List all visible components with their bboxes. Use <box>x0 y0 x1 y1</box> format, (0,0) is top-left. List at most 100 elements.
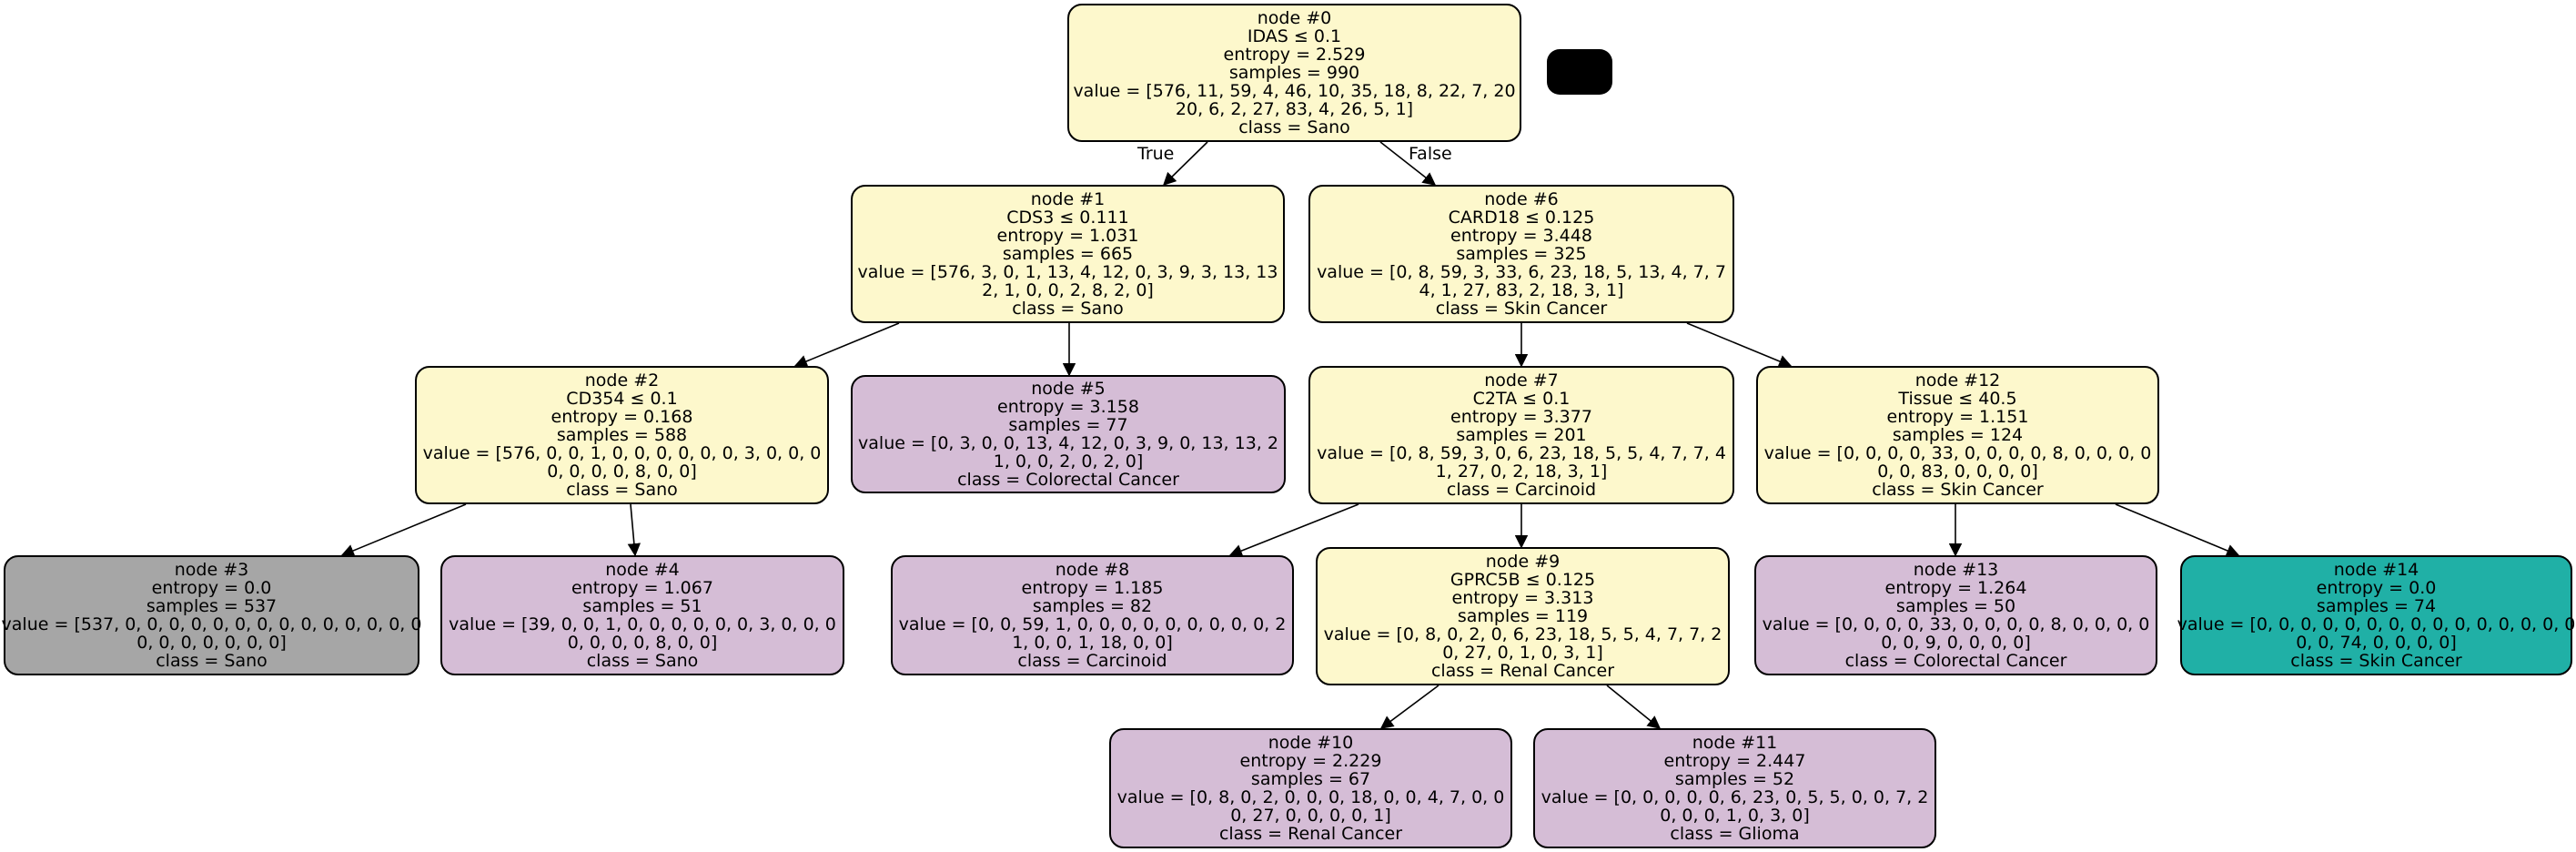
node-line: C2TA ≤ 0.1 <box>1472 389 1571 409</box>
edge-node1-node2 <box>793 322 900 368</box>
node-line: value = [0, 0, 0, 0, 0, 0, 0, 0, 0, 0, 0… <box>2177 614 2576 634</box>
node-line: node #10 <box>1268 733 1354 753</box>
node-line: 0, 0, 74, 0, 0, 0, 0] <box>2296 633 2457 653</box>
node-line: class = Skin Cancer <box>2290 651 2462 671</box>
node-line: samples = 51 <box>582 596 702 616</box>
node-line: node #9 <box>1485 552 1561 572</box>
node-line: node #4 <box>605 560 680 580</box>
node-line: 4, 1, 27, 83, 2, 18, 3, 1] <box>1419 280 1624 300</box>
node-line: samples = 67 <box>1250 769 1371 789</box>
node-line: IDAS ≤ 0.1 <box>1247 26 1342 46</box>
node-line: class = Sano <box>1238 117 1350 137</box>
node-line: samples = 52 <box>1674 769 1795 789</box>
node-line: samples = 201 <box>1456 425 1587 445</box>
node-line: samples = 124 <box>1892 425 2024 445</box>
node-line: class = Colorectal Cancer <box>1844 651 2067 671</box>
node-line: value = [0, 8, 0, 2, 0, 0, 0, 18, 0, 0, … <box>1116 787 1505 807</box>
node-line: 0, 0, 0, 1, 0, 3, 0] <box>1660 806 1810 826</box>
edge-label-false: False <box>1409 144 1452 164</box>
node-line: node #14 <box>2333 560 2419 580</box>
node-line: node #12 <box>1914 370 2001 390</box>
node-line: class = Renal Cancer <box>1218 824 1403 844</box>
node-line: value = [0, 8, 59, 3, 33, 6, 23, 18, 5, … <box>1317 262 1726 282</box>
node-line: entropy = 1.151 <box>1886 407 2029 427</box>
node-line: 0, 0, 9, 0, 0, 0, 0] <box>1881 633 2031 653</box>
node-line: entropy = 0.0 <box>151 578 272 598</box>
node-line: class = Sano <box>586 651 699 671</box>
node-line: CD354 ≤ 0.1 <box>566 389 678 409</box>
node-line: samples = 77 <box>1008 415 1128 435</box>
node-line: node #6 <box>1484 189 1559 209</box>
node-line: 1, 0, 0, 1, 18, 0, 0] <box>1012 633 1173 653</box>
node-line: entropy = 1.185 <box>1021 578 1164 598</box>
edge-node6-node12 <box>1686 322 1793 368</box>
node-line: class = Sano <box>1012 299 1124 319</box>
node-line: samples = 325 <box>1456 244 1587 264</box>
node-line: entropy = 2.229 <box>1239 751 1382 771</box>
node-line: entropy = 1.067 <box>571 578 713 598</box>
node-line: value = [576, 0, 0, 1, 0, 0, 0, 0, 0, 0,… <box>422 443 822 463</box>
node-line: samples = 588 <box>556 425 688 445</box>
legend-box <box>1547 49 1612 95</box>
node-line: value = [576, 3, 0, 1, 13, 4, 12, 0, 3, … <box>857 262 1278 282</box>
node-line: 2, 1, 0, 0, 2, 8, 2, 0] <box>982 280 1154 300</box>
edge-node0-node6 <box>1379 141 1437 186</box>
node-line: 20, 6, 2, 27, 83, 4, 26, 5, 1] <box>1175 99 1414 119</box>
node-line: samples = 537 <box>146 596 278 616</box>
node-line: entropy = 3.158 <box>997 397 1139 417</box>
edge-label-true: True <box>1137 144 1175 164</box>
node-line: CDS3 ≤ 0.111 <box>1006 208 1129 228</box>
node-line: entropy = 1.031 <box>996 226 1139 246</box>
node-line: entropy = 0.168 <box>551 407 693 427</box>
node-line: class = Sano <box>156 651 268 671</box>
node-line: node #13 <box>1913 560 1999 580</box>
node-line: 0, 0, 0, 0, 8, 0, 0] <box>567 633 718 653</box>
node-line: value = [0, 8, 59, 3, 0, 6, 23, 18, 5, 5… <box>1317 443 1726 463</box>
node-line: entropy = 3.377 <box>1450 407 1592 427</box>
node-line: entropy = 1.264 <box>1884 578 2027 598</box>
node-line: value = [537, 0, 0, 0, 0, 0, 0, 0, 0, 0,… <box>1 614 422 634</box>
node-line: entropy = 0.0 <box>2316 578 2437 598</box>
node-line: GPRC5B ≤ 0.125 <box>1450 570 1596 590</box>
node-line: value = [576, 11, 59, 4, 46, 10, 35, 18,… <box>1073 81 1516 101</box>
node-line: value = [39, 0, 0, 1, 0, 0, 0, 0, 0, 0, … <box>449 614 836 634</box>
node-line: node #11 <box>1692 733 1778 753</box>
edge-node12-node14 <box>2115 503 2240 557</box>
node-line: value = [0, 0, 0, 0, 33, 0, 0, 0, 0, 8, … <box>1762 614 2150 634</box>
node-line: node #2 <box>584 370 660 390</box>
edge-node0-node1 <box>1162 141 1208 187</box>
node-line: class = Sano <box>566 480 678 500</box>
node-line: 0, 27, 0, 0, 0, 0, 1] <box>1230 806 1391 826</box>
node-line: value = [0, 0, 0, 0, 0, 6, 23, 0, 5, 5, … <box>1541 787 1929 807</box>
node-line: class = Skin Cancer <box>1435 299 1608 319</box>
node-line: 0, 27, 0, 1, 0, 3, 1] <box>1442 643 1603 663</box>
node-line: samples = 50 <box>1895 596 2016 616</box>
node-line: entropy = 2.529 <box>1223 45 1366 65</box>
node-line: value = [0, 0, 59, 1, 0, 0, 0, 0, 0, 0, … <box>898 614 1287 634</box>
node-line: samples = 990 <box>1228 63 1360 83</box>
node-line: samples = 74 <box>2316 596 2437 616</box>
node-line: 1, 27, 0, 2, 18, 3, 1] <box>1435 462 1608 482</box>
node-line: node #5 <box>1031 379 1106 399</box>
node-line: 0, 0, 83, 0, 0, 0, 0] <box>1877 462 2038 482</box>
node-line: samples = 119 <box>1457 606 1589 626</box>
node-line: class = Renal Cancer <box>1430 661 1615 681</box>
edge-node7-node8 <box>1228 503 1359 557</box>
node-line: samples = 665 <box>1002 244 1134 264</box>
node-line: Tissue ≤ 40.5 <box>1898 389 2017 409</box>
node-line: class = Glioma <box>1670 824 1800 844</box>
